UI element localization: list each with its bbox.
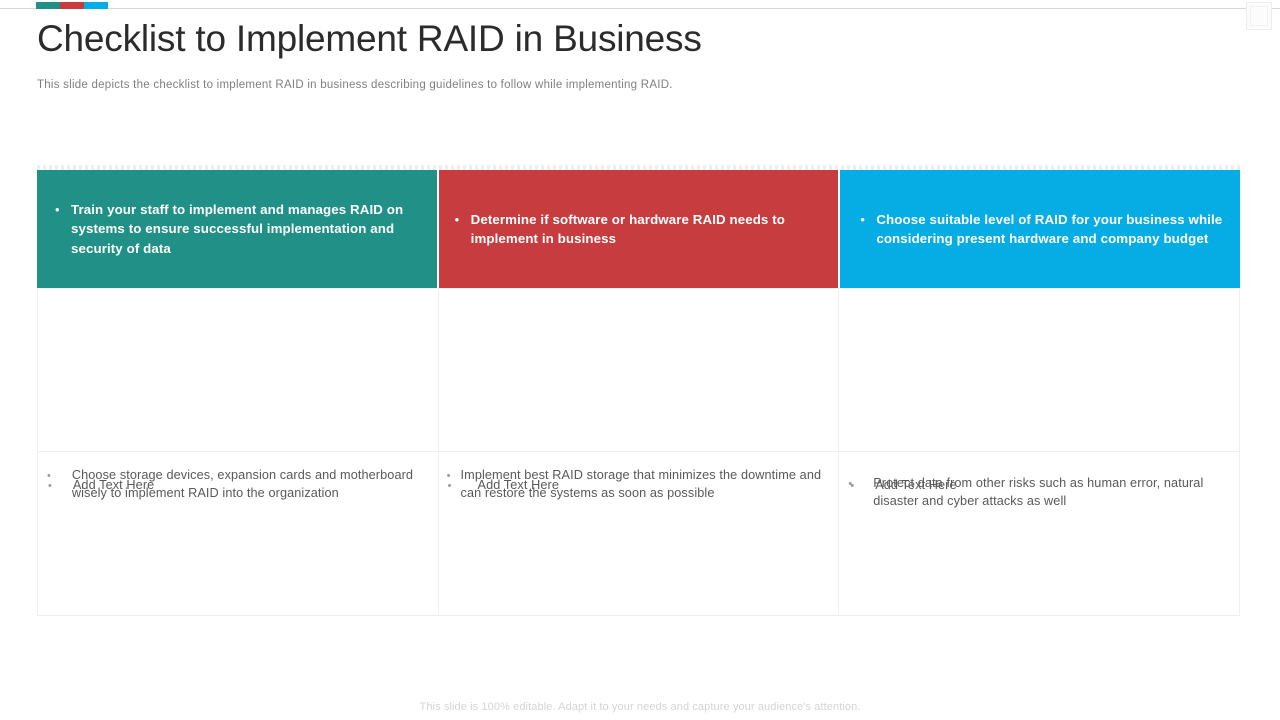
table-row: • Add Text Here • Add Text Here • Add Te…: [37, 452, 1240, 616]
header-cell-text: Train your staff to implement and manage…: [71, 201, 404, 256]
body-cell-text: Protect data from other risks such as hu…: [873, 476, 1204, 508]
body-cell-column-1-row-2[interactable]: • Add Text Here: [38, 452, 438, 615]
header-cell-column-1[interactable]: • Train your staff to implement and mana…: [37, 170, 437, 288]
body-cell-column-3-row-1[interactable]: • Protect data from other risks such as …: [838, 289, 1239, 508]
body-cell-text: Choose storage devices, expansion cards …: [71, 468, 414, 500]
brand-accent-bar: [36, 2, 108, 9]
page-subtitle: This slide depicts the checklist to impl…: [37, 79, 673, 91]
page-title: Checklist to Implement RAID in Business: [37, 18, 702, 59]
top-divider-rule: [0, 8, 1280, 9]
body-cell-text: Add Text Here: [477, 478, 559, 492]
table-row: • Choose storage devices, expansion card…: [37, 288, 1240, 508]
bullet-icon: •: [848, 478, 853, 490]
header-cell-column-3[interactable]: • Choose suitable level of RAID for your…: [840, 170, 1241, 288]
body-cell-column-2-row-2[interactable]: • Add Text Here: [437, 452, 839, 615]
bullet-icon: •: [860, 211, 865, 227]
body-cell-column-1-row-1[interactable]: • Choose storage devices, expansion card…: [38, 289, 438, 500]
bullet-icon: •: [446, 470, 451, 482]
table-top-dotted-rule: [37, 165, 1240, 170]
accent-segment-teal: [36, 2, 60, 9]
bullet-icon: •: [447, 480, 452, 492]
bullet-icon: •: [850, 480, 855, 492]
header-cell-column-2[interactable]: • Determine if software or hardware RAID…: [438, 170, 839, 288]
bullet-icon: •: [454, 211, 460, 227]
accent-segment-red: [60, 2, 84, 9]
bullet-icon: •: [48, 480, 52, 492]
body-cell-column-3-row-2[interactable]: • Add Text Here: [838, 452, 1239, 615]
bullet-icon: •: [47, 470, 51, 482]
corner-placeholder-box[interactable]: [1246, 2, 1272, 30]
checklist-table: • Train your staff to implement and mana…: [37, 165, 1241, 616]
body-cell-text: Implement best RAID storage that minimiz…: [460, 468, 822, 500]
header-cell-text: Determine if software or hardware RAID n…: [470, 211, 785, 247]
header-cell-text: Choose suitable level of RAID for your b…: [876, 211, 1223, 247]
accent-segment-cyan: [84, 2, 108, 9]
body-cell-text: Add Text Here: [72, 478, 155, 492]
body-cell-text: Add Text Here: [875, 478, 957, 492]
table-header-row: • Train your staff to implement and mana…: [37, 170, 1241, 288]
bullet-icon: •: [55, 201, 60, 217]
footer-note: This slide is 100% editable. Adapt it to…: [419, 701, 861, 713]
body-cell-column-2-row-1[interactable]: • Implement best RAID storage that minim…: [437, 289, 839, 500]
